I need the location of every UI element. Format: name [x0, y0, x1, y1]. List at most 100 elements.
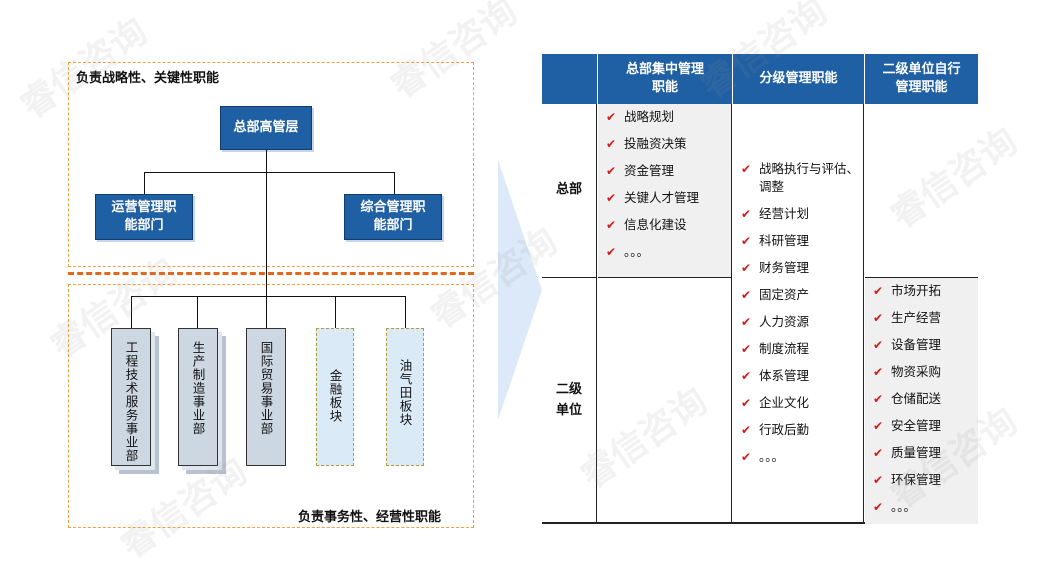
checkmark-icon: ✔ [741, 396, 752, 410]
checkmark-icon: ✔ [606, 164, 617, 178]
centralized-list: ✔战略规划✔投融资决策✔资金管理✔关键人才管理✔信息化建设✔。。。 [606, 108, 731, 261]
cell-self-hq [865, 104, 978, 278]
checklist-item-label: 固定资产 [759, 287, 810, 302]
checklist-item: ✔投融资决策 [606, 135, 731, 153]
checklist-item-label: 经营计划 [759, 206, 810, 221]
checkmark-icon: ✔ [873, 365, 884, 379]
checklist-item-label: 物资采购 [891, 364, 942, 379]
connector-unit-4 [335, 296, 336, 328]
checkmark-icon: ✔ [606, 110, 617, 124]
unit-label: 工程技术服务事业部 [123, 341, 139, 463]
checklist-item: ✔ 战略规划 [606, 108, 731, 126]
checklist-item-label: 。。。 [891, 499, 917, 514]
checklist-item: ✔企业文化 [741, 394, 863, 412]
checkmark-icon: ✔ [873, 311, 884, 325]
row-header-subunit-label: 二级单位 [555, 382, 582, 418]
checkmark-icon: ✔ [741, 261, 752, 275]
operations-mgmt-dept-box: 运营管理职能部门 [95, 194, 193, 240]
checklist-item: ✔ 资金管理 [606, 162, 731, 180]
checkmark-icon: ✔ [873, 419, 884, 433]
checklist-item-label: 信息化建设 [624, 217, 687, 232]
unit-label: 金融板块 [327, 369, 343, 423]
checklist-item: ✔ 安全管理 [873, 417, 978, 435]
connector-hq-down [266, 150, 267, 296]
checkmark-icon: ✔ [741, 369, 752, 383]
checklist-item: ✔ 人力资源 [741, 313, 863, 331]
checklist-item: ✔ 科研管理 [741, 232, 863, 250]
checkmark-icon: ✔ [741, 207, 752, 221]
checklist-item: ✔ 。。。 [741, 448, 863, 466]
unit-international-trade: 国际贸易事业部 [246, 328, 286, 466]
checklist-item-label: 。。。 [759, 449, 785, 464]
unit-finance-sector: 金融板块 [316, 328, 354, 466]
connector-unit-1 [131, 296, 132, 328]
checkmark-icon: ✔ [873, 284, 884, 298]
cell-self-subunit: ✔市场开拓✔生产经营✔设备管理✔物资采购✔仓储配送✔安全管理✔质量管理✔环保管理… [865, 278, 978, 524]
checkmark-icon: ✔ [741, 234, 752, 248]
checkmark-icon: ✔ [606, 245, 617, 259]
connector-dept-bar [144, 172, 394, 173]
checklist-item-label: 体系管理 [759, 368, 810, 383]
checklist-item-label: 人力资源 [759, 314, 810, 329]
cell-centralized-hq: ✔战略规划✔投融资决策✔资金管理✔关键人才管理✔信息化建设✔。。。 [598, 104, 732, 278]
transition-arrow [498, 160, 542, 420]
connector-dept-left [144, 172, 145, 194]
header-corner [542, 54, 597, 104]
header-tiered: 分级管理职能 [733, 54, 864, 104]
checkmark-icon: ✔ [606, 137, 617, 151]
checklist-item-label: 科研管理 [759, 233, 810, 248]
checklist-item: ✔财务管理 [741, 259, 863, 277]
header-self-managed: 二级单位自行管理职能 [865, 54, 978, 104]
unit-engineering-services: 工程技术服务事业部 [111, 328, 151, 466]
checklist-item: ✔ 。。。 [873, 498, 978, 516]
checkmark-icon: ✔ [606, 218, 617, 232]
checklist-item: ✔ 物资采购 [873, 363, 978, 381]
checklist-item: ✔固定资产 [741, 286, 863, 304]
checklist-item: ✔ 信息化建设 [606, 216, 731, 234]
checkmark-icon: ✔ [741, 315, 752, 329]
checklist-item: ✔ 生产经营 [873, 309, 978, 327]
hq-executive-box: 总部高管层 [220, 106, 312, 150]
unit-label: 国际贸易事业部 [258, 341, 274, 436]
checkmark-icon: ✔ [873, 392, 884, 406]
checklist-item-label: 安全管理 [891, 418, 942, 433]
checklist-item-label: 生产经营 [891, 310, 942, 325]
cell-tiered: ✔战略执行与评估、调整✔经营计划✔科研管理✔财务管理✔固定资产✔人力资源✔制度流… [733, 104, 864, 524]
checklist-item: ✔仓储配送 [873, 390, 978, 408]
checklist-item: ✔关键人才管理 [606, 189, 731, 207]
unit-label: 生产制造事业部 [190, 341, 206, 436]
checkmark-icon: ✔ [873, 500, 884, 514]
connector-unit-5 [405, 296, 406, 328]
checklist-item-label: 。。。 [624, 244, 650, 259]
checklist-item: ✔市场开拓 [873, 282, 978, 300]
checklist-item: ✔ 经营计划 [741, 205, 863, 223]
cell-centralized-subunit [598, 278, 732, 524]
checklist-item: ✔环保管理 [873, 471, 978, 489]
header-centralized: 总部集中管理职能 [598, 54, 732, 104]
connector-units-bar [131, 296, 405, 297]
table-body: 总部 二级单位 ✔战略规划✔投融资决策✔资金管理✔关键人才管理✔信息化建设✔。。… [542, 104, 978, 524]
functions-table: 总部集中管理职能 分级管理职能 二级单位自行管理职能 总部 二级单位 ✔ 战略规划… [542, 54, 978, 524]
checklist-item-label: 行政后勤 [759, 422, 810, 437]
checklist-item: ✔ 。。。 [606, 243, 731, 261]
unit-oil-gas-sector: 油气田板块 [386, 328, 424, 466]
checklist-item: ✔ 战略执行与评估、调整 [741, 160, 863, 196]
checkmark-icon: ✔ [606, 191, 617, 205]
connector-unit-2 [197, 296, 198, 328]
checklist-item: ✔ 制度流程 [741, 340, 863, 358]
checklist-item-label: 战略规划 [624, 109, 675, 124]
checklist-item: ✔设备管理 [873, 336, 978, 354]
checklist-item-label: 资金管理 [624, 163, 675, 178]
checklist-item: ✔行政后勤 [741, 421, 863, 439]
strategic-frame-label: 负责战略性、关键性职能 [76, 71, 220, 86]
checkmark-icon: ✔ [741, 342, 752, 356]
tiered-list: ✔战略执行与评估、调整✔经营计划✔科研管理✔财务管理✔固定资产✔人力资源✔制度流… [741, 160, 863, 466]
checkmark-icon: ✔ [741, 162, 752, 176]
connector-unit-3 [266, 296, 267, 328]
checklist-item-label: 制度流程 [759, 341, 810, 356]
row-header-hq: 总部 [542, 104, 597, 278]
checklist-item: ✔ 体系管理 [741, 367, 863, 385]
checklist-item-label: 战略执行与评估、调整 [759, 161, 860, 194]
checkmark-icon: ✔ [873, 338, 884, 352]
checkmark-icon: ✔ [741, 450, 752, 464]
